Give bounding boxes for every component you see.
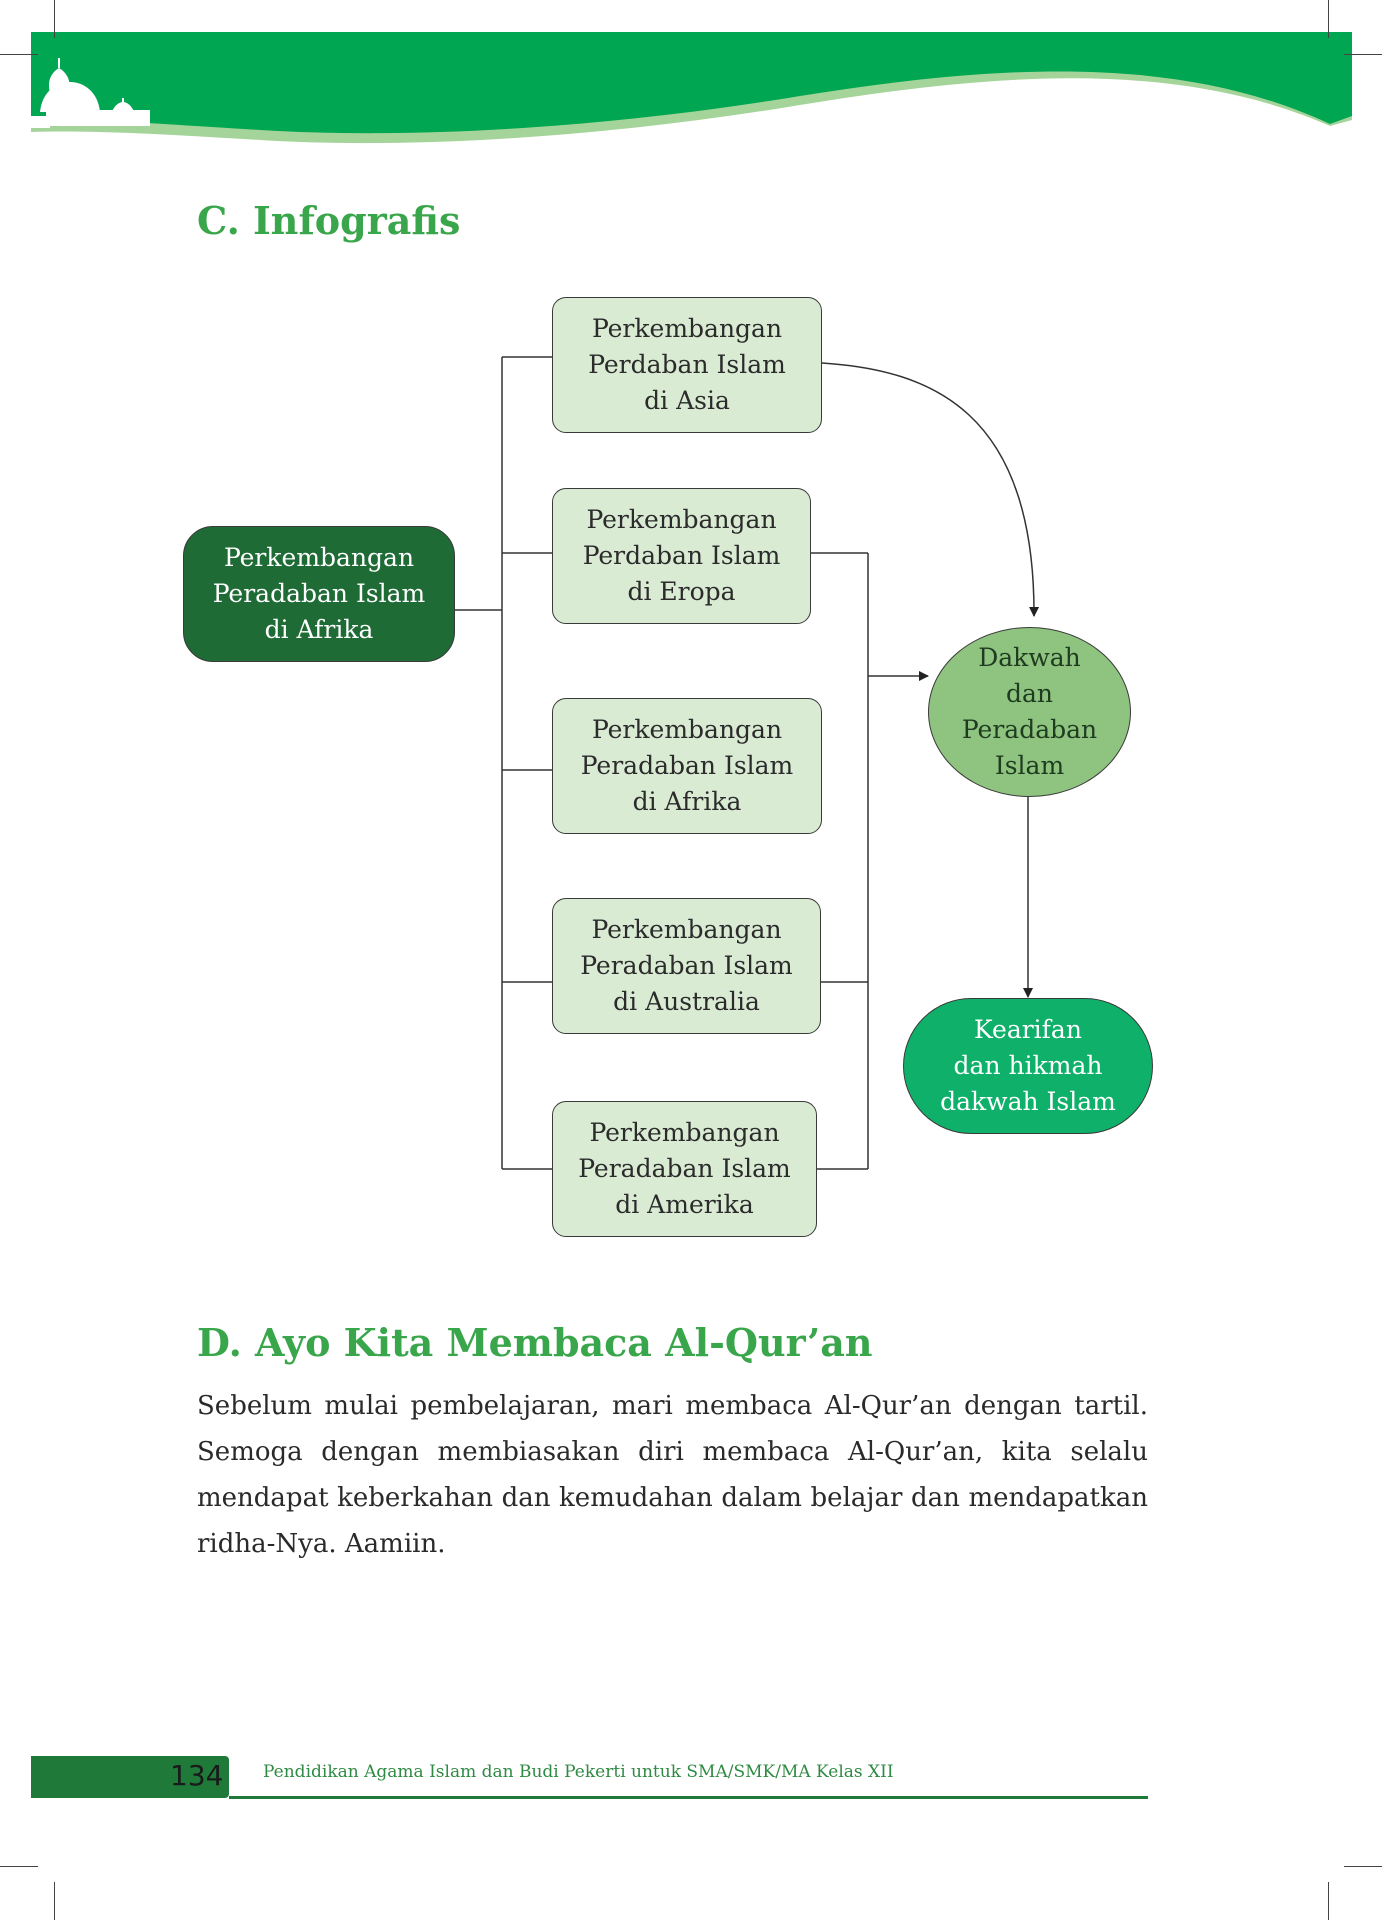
node-text: Peradaban Islam (580, 951, 793, 980)
node-text: Peradaban Islam (578, 1154, 791, 1183)
result-node-kearifan: Kearifan dan hikmah dakwah Islam (903, 998, 1153, 1134)
node-text: Perkembangan (586, 505, 777, 534)
node-text: di Eropa (627, 577, 736, 606)
node-text: Perdaban Islam (582, 541, 781, 570)
branch-node-eropa: Perkembangan Perdaban Islam di Eropa (552, 488, 811, 624)
body-paragraph: Sebelum mulai pembelajaran, mari membaca… (197, 1391, 1148, 1559)
node-text: Perkembangan (591, 314, 783, 343)
node-text: Peradaban (961, 715, 1098, 744)
branch-node-australia: Perkembangan Peradaban Islam di Australi… (552, 898, 821, 1034)
footer-page-tab (31, 1756, 229, 1798)
page-number: 134 (170, 1759, 224, 1792)
center-node-dakwah: Dakwah dan Peradaban Islam (928, 627, 1131, 797)
footer-rule (229, 1796, 1148, 1799)
node-text: Perkembangan (223, 543, 415, 572)
node-text: di Afrika (264, 615, 374, 644)
branch-node-afrika: Perkembangan Peradaban Islam di Afrika (552, 698, 822, 834)
crop-mark (0, 1866, 38, 1867)
node-text: Perkembangan (591, 715, 783, 744)
branch-node-amerika: Perkembangan Peradaban Islam di Amerika (552, 1101, 817, 1237)
header-band (30, 32, 1352, 144)
node-text: Dakwah (978, 643, 1081, 672)
crop-mark (0, 54, 38, 55)
node-text: Perkembangan (589, 1118, 780, 1147)
node-text: di Asia (644, 386, 730, 415)
crop-mark (1344, 54, 1382, 55)
node-text: Islam (994, 751, 1065, 780)
node-text: Peradaban Islam (580, 751, 794, 780)
crop-mark (54, 1882, 55, 1920)
section-heading-membaca: D. Ayo Kita Membaca Al-Qur’an (197, 1320, 873, 1365)
source-node-afrika: Perkembangan Peradaban Islam di Afrika (183, 526, 455, 662)
branch-node-asia: Perkembangan Perdaban Islam di Asia (552, 297, 822, 433)
node-text: Perkembangan (591, 915, 782, 944)
crop-mark (1328, 1882, 1329, 1920)
mosque-domes-icon (30, 58, 150, 128)
node-text: Peradaban Islam (212, 579, 426, 608)
node-text: Kearifan (974, 1015, 1082, 1044)
crop-mark (1344, 1866, 1382, 1867)
infographic-connectors (455, 356, 1040, 1170)
section-heading-infografis: C. Infografis (197, 198, 461, 243)
crop-mark (54, 0, 55, 38)
curved-arrow-asia (821, 362, 1040, 617)
node-text: dan hikmah (953, 1051, 1103, 1080)
node-text: di Afrika (632, 787, 742, 816)
footer-book-title: Pendidikan Agama Islam dan Budi Pekerti … (263, 1762, 894, 1782)
node-text: Perdaban Islam (588, 350, 786, 379)
node-text: dan (1005, 679, 1053, 708)
node-text: di Australia (613, 987, 760, 1016)
node-text: dakwah Islam (940, 1087, 1116, 1116)
crop-mark (1328, 0, 1329, 38)
node-text: di Amerika (615, 1190, 754, 1219)
